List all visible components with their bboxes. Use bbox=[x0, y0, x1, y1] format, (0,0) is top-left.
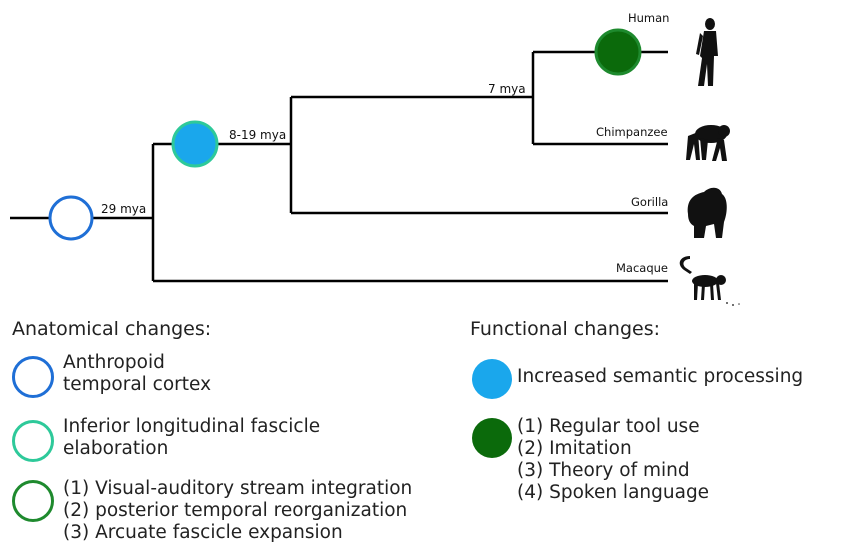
human-anatomy-swatch bbox=[12, 480, 54, 522]
human-chimp-divergence-label: 7 mya bbox=[488, 82, 526, 96]
tool-use-swatch bbox=[472, 418, 512, 458]
taxon-label-macaque: Macaque bbox=[616, 261, 668, 275]
chimpanzee-icon bbox=[686, 125, 730, 161]
anatomical-legend-title: Anatomical changes: bbox=[12, 318, 212, 340]
tree-branches bbox=[10, 50, 668, 283]
functional-item-1-line-1: Increased semantic processing bbox=[517, 366, 804, 387]
anatomical-item-3-line-2: (2) posterior temporal reorganization bbox=[63, 500, 408, 521]
ilf-swatch bbox=[12, 420, 54, 462]
anatomical-item-2-line-2: elaboration bbox=[63, 438, 169, 459]
human-node-marker bbox=[594, 28, 642, 76]
functional-item-1: Increased semantic processing bbox=[517, 366, 803, 388]
great-ape-node-marker bbox=[171, 120, 219, 168]
human-icon bbox=[696, 18, 718, 86]
anatomical-item-3-line-3: (3) Arcuate fascicle expansion bbox=[63, 522, 343, 543]
anatomical-item-2-line-1: Inferior longitudinal fascicle bbox=[63, 416, 321, 437]
gorilla-icon bbox=[687, 187, 727, 238]
root-divergence-label: 29 mya bbox=[101, 202, 146, 216]
taxon-label-chimpanzee: Chimpanzee bbox=[596, 125, 668, 139]
anatomical-item-3-line-1: (1) Visual-auditory stream integration bbox=[63, 478, 413, 499]
functional-item-2-line-3: (3) Theory of mind bbox=[517, 460, 690, 481]
anatomical-item-1-line-1: Anthropoid bbox=[63, 352, 165, 373]
anatomical-item-3: (1) Visual-auditory stream integration (… bbox=[63, 478, 412, 544]
anatomical-item-2: Inferior longitudinal fascicle elaborati… bbox=[63, 416, 320, 460]
functional-item-2: (1) Regular tool use (2) Imitation (3) T… bbox=[517, 416, 709, 504]
great-ape-divergence-label: 8-19 mya bbox=[229, 128, 286, 142]
phylogenetic-tree: 29 mya 8-19 mya 7 mya Human Chimpanzee G… bbox=[10, 11, 740, 306]
taxon-label-human: Human bbox=[628, 11, 669, 25]
semantic-swatch bbox=[472, 359, 512, 399]
functional-item-2-line-4: (4) Spoken language bbox=[517, 482, 710, 503]
anatomical-item-1-line-2: temporal cortex bbox=[63, 374, 212, 395]
functional-item-2-line-2: (2) Imitation bbox=[517, 438, 632, 459]
macaque-icon bbox=[679, 256, 726, 300]
anatomical-item-1: Anthropoid temporal cortex bbox=[63, 352, 211, 396]
functional-item-2-line-1: (1) Regular tool use bbox=[517, 416, 700, 437]
anthropoid-node-marker bbox=[48, 195, 94, 241]
anthropoid-swatch bbox=[12, 356, 54, 398]
taxon-label-gorilla: Gorilla bbox=[631, 195, 668, 209]
functional-legend-title: Functional changes: bbox=[470, 318, 660, 340]
speckle-marks bbox=[726, 302, 740, 306]
